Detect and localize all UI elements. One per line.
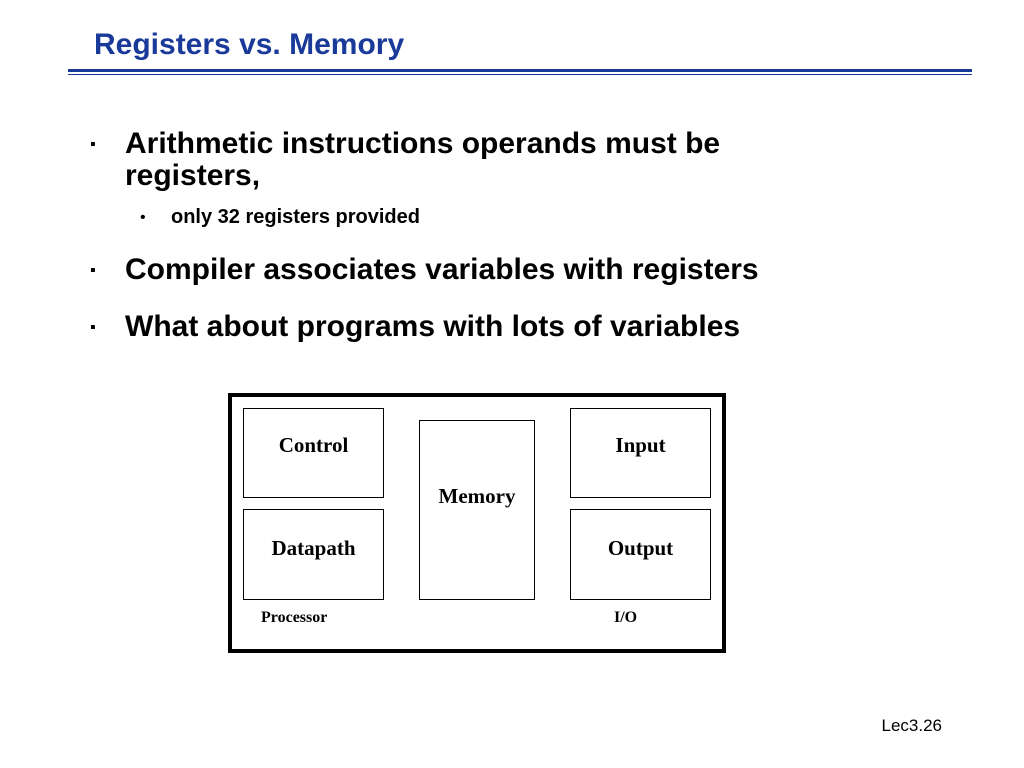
io-group-label: I/O xyxy=(614,609,638,626)
sub-bullet-marker: • xyxy=(140,209,146,226)
bullet-marker: ▪ xyxy=(90,136,96,153)
slide-number: Lec3.26 xyxy=(881,716,943,735)
title-underline-thin xyxy=(68,74,972,75)
bullet-text-line: registers, xyxy=(125,159,261,192)
memory-label: Memory xyxy=(438,484,516,508)
datapath-box: Datapath xyxy=(243,509,384,600)
computer-components-diagram: Control Datapath Memory Input Output Pro… xyxy=(228,393,726,653)
input-box: Input xyxy=(570,408,711,498)
processor-group-label: Processor xyxy=(261,609,328,626)
control-box: Control xyxy=(243,408,384,498)
bullet-marker: ▪ xyxy=(90,319,96,336)
memory-box: Memory xyxy=(419,420,535,600)
sub-bullet-text: only 32 registers provided xyxy=(171,206,420,228)
title-underline xyxy=(68,69,972,72)
datapath-label: Datapath xyxy=(271,536,356,560)
input-label: Input xyxy=(615,433,666,457)
output-label: Output xyxy=(607,536,674,560)
bullet-marker: ▪ xyxy=(90,262,96,279)
control-label: Control xyxy=(278,433,349,457)
output-box: Output xyxy=(570,509,711,600)
bullet-text-line: What about programs with lots of variabl… xyxy=(125,310,741,343)
bullet-text-line: Arithmetic instructions operands must be xyxy=(125,127,721,160)
slide-title: Registers vs. Memory xyxy=(94,28,405,61)
bullet-text-line: Compiler associates variables with regis… xyxy=(125,253,759,286)
